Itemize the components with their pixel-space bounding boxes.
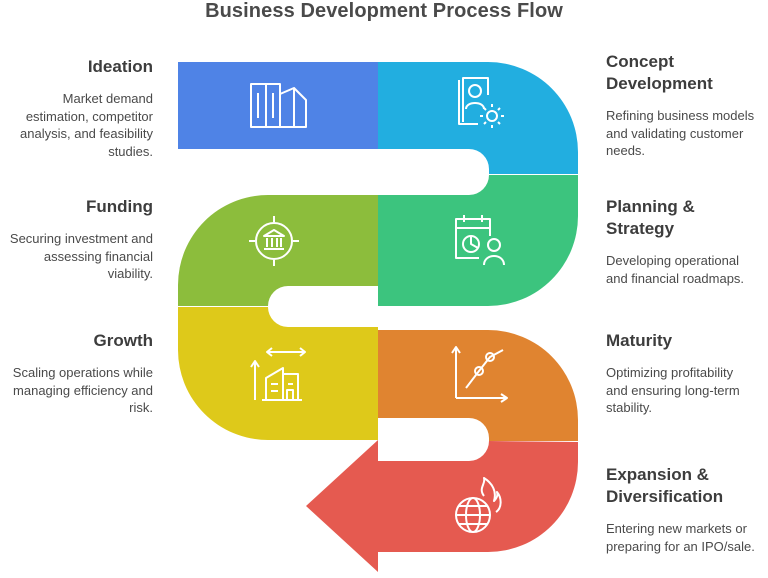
maturity-band	[378, 330, 578, 441]
line-chart-icon	[451, 346, 508, 403]
step-concept-development: Concept Development Refining business mo…	[606, 51, 756, 160]
step-description: Refining business models and validating …	[606, 108, 755, 158]
step-title: Maturity	[606, 331, 673, 350]
step-description: Optimizing profitability and ensuring lo…	[606, 365, 740, 415]
globe-fire-icon	[455, 477, 502, 533]
step-ideation: Ideation Market demand estimation, compe…	[20, 56, 153, 160]
step-title: Growth	[93, 331, 154, 350]
step-funding: Funding Securing investment and assessin…	[0, 196, 153, 283]
step-description: Developing operational and financial roa…	[606, 253, 745, 286]
step-planning-strategy: Planning & Strategy Developing operation…	[606, 196, 756, 287]
step-title: Funding	[85, 197, 153, 216]
step-title: Concept Development	[606, 52, 713, 93]
step-growth: Growth Scaling operations while managing…	[0, 330, 153, 417]
step-maturity: Maturity Optimizing profitability and en…	[606, 330, 756, 417]
bank-target-icon	[249, 216, 299, 266]
diagram-title: Business Development Process Flow	[205, 0, 563, 22]
step-expansion-diversification: Expansion & Diversification Entering new…	[606, 464, 766, 555]
concept-development-band	[378, 62, 578, 174]
growth-band	[178, 307, 378, 440]
calendar-chart-person-icon	[455, 215, 505, 266]
step-description: Market demand estimation, competitor ana…	[20, 91, 153, 159]
building-scale-icon	[250, 347, 306, 401]
step-title: Planning & Strategy	[606, 197, 695, 238]
step-title: Expansion & Diversification	[606, 465, 724, 506]
ideation-band	[178, 62, 378, 149]
buildings-icon	[250, 83, 307, 128]
expansion-band	[306, 440, 578, 572]
person-gear-icon	[458, 77, 504, 128]
step-description: Entering new markets or preparing for an…	[606, 521, 755, 554]
step-description: Scaling operations while managing effici…	[12, 365, 153, 415]
step-description: Securing investment and assessing financ…	[9, 231, 153, 281]
funding-band	[178, 195, 378, 306]
step-title: Ideation	[87, 57, 153, 76]
